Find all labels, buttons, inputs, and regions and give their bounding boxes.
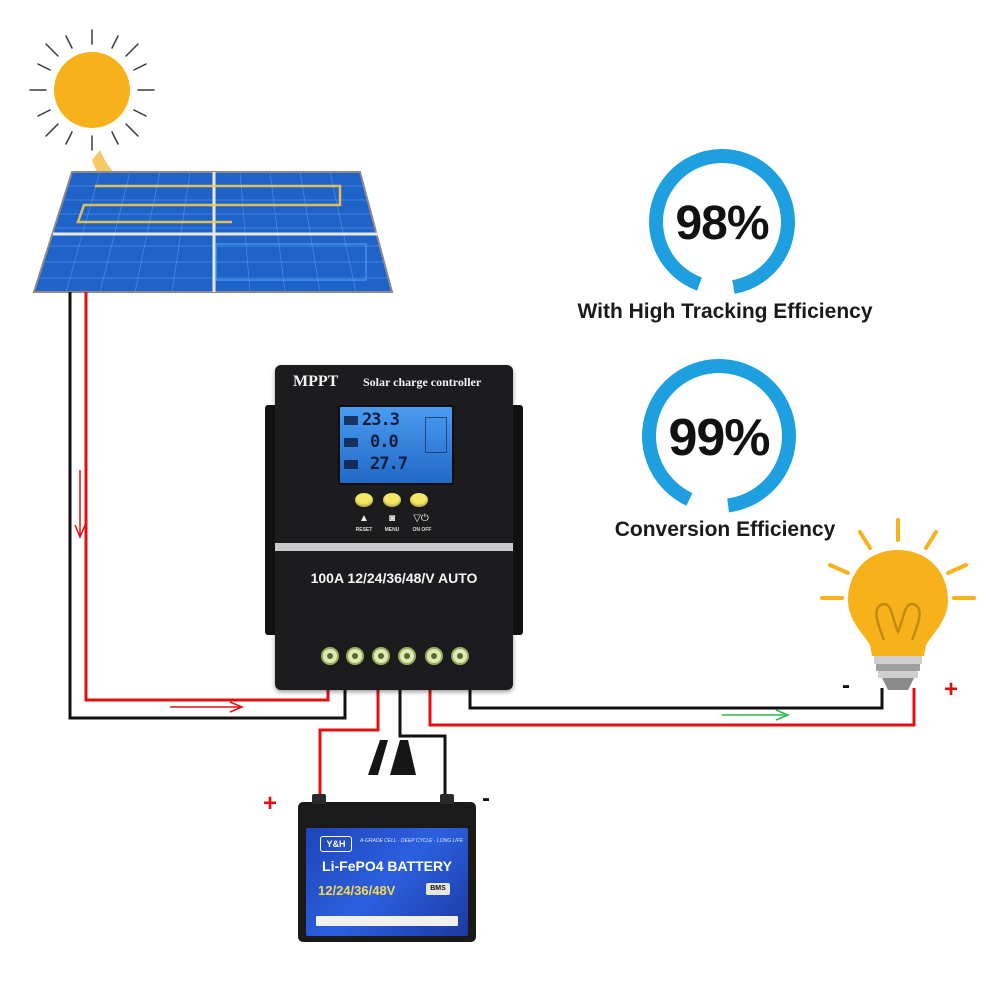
battery-voltage: 12/24/36/48V [318, 883, 396, 898]
controller-subtitle: Solar charge controller [363, 375, 482, 389]
battery: Y&H A-GRADE CELL · DEEP CYCLE · LONG LIF… [298, 740, 476, 942]
tracking-efficiency-caption: With High Tracking Efficiency [577, 300, 873, 323]
solar-panel [32, 171, 394, 293]
controller-spec: 100A 12/24/36/48/V AUTO [310, 570, 478, 586]
lcd-display: 23.3 0.0 27.7 [338, 405, 454, 485]
pv-positive-terminal [346, 647, 364, 665]
battery-wires [318, 670, 447, 800]
charge-controller: MPPT Solar charge controller 23.3 0.0 27… [265, 365, 523, 690]
bms-badge: BMS [426, 883, 450, 895]
reset-icon: ▲ [359, 513, 369, 524]
battery-positive-post [312, 794, 326, 804]
battery-negative-terminal [398, 647, 416, 665]
on-off-button[interactable] [410, 493, 428, 507]
divider-strip [275, 543, 513, 551]
sun-icon [29, 29, 155, 151]
battery-positive-terminal [372, 647, 390, 665]
lcd-row-2: 0.0 [370, 432, 399, 452]
load-negative-sign: - [842, 672, 850, 699]
tracking-efficiency-value: 98% [675, 197, 769, 250]
load-negative-terminal [451, 647, 469, 665]
light-bulb-icon [820, 518, 976, 690]
battery-tags: A-GRADE CELL · DEEP CYCLE · LONG LIFE [360, 838, 464, 844]
controller-brand: MPPT [293, 373, 339, 390]
battery-brand-logo: Y&H [320, 836, 352, 852]
panel-icon [344, 438, 358, 447]
battery-negative-sign: - [482, 785, 490, 812]
menu-icon: ◙ [388, 513, 396, 524]
pv-negative-terminal [321, 647, 339, 665]
battery-handle [368, 740, 416, 775]
battery-title: Li-FePO4 BATTERY [322, 858, 452, 874]
heatsink-right [513, 405, 523, 635]
on-off-label: ON OFF [412, 527, 432, 533]
reset-button[interactable] [355, 493, 373, 507]
bulb-icon [344, 460, 358, 469]
power-icon: ▽⏻ [413, 513, 429, 524]
lcd-row-1: 23.3 [362, 410, 400, 430]
battery-label: Y&H A-GRADE CELL · DEEP CYCLE · LONG LIF… [306, 828, 468, 936]
reset-label: RESET [355, 527, 373, 533]
menu-button[interactable] [383, 493, 401, 507]
pv-flow-arrows [74, 470, 244, 713]
battery-icon [344, 416, 358, 425]
load-positive-terminal [425, 647, 443, 665]
battery-negative-post [440, 794, 454, 804]
battery-positive-sign: + [263, 790, 278, 817]
conversion-efficiency-caption: Conversion Efficiency [614, 518, 836, 541]
menu-label: MENU [384, 527, 400, 533]
load-flow-arrow [722, 709, 790, 721]
lcd-status-area [425, 417, 447, 453]
load-positive-sign: + [944, 676, 959, 703]
heatsink-left [265, 405, 275, 635]
conversion-efficiency-value: 99% [668, 409, 770, 467]
lcd-row-3: 27.7 [370, 454, 408, 474]
battery-warning-strip [316, 916, 458, 926]
